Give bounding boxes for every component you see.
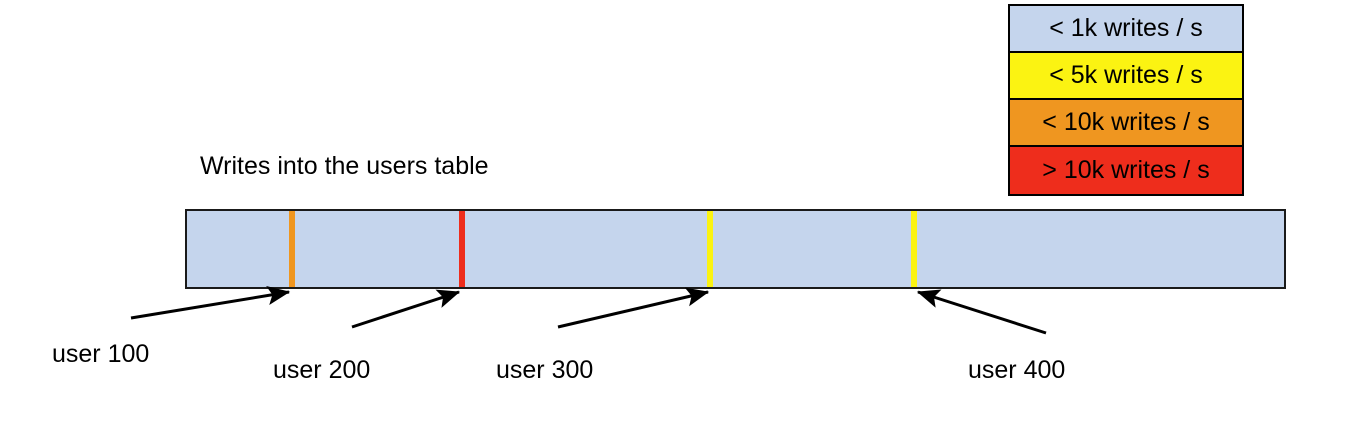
callout-label-user-300: user 300 [496, 356, 594, 384]
legend-row-lt-1k: < 1k writes / s [1010, 6, 1242, 53]
callout-label-user-400: user 400 [968, 356, 1066, 384]
legend-label-gt-10k: > 10k writes / s [1042, 156, 1210, 184]
hotspot-marker-user-100 [289, 211, 295, 287]
hotspot-marker-user-400 [911, 211, 917, 287]
hotspot-marker-user-300 [707, 211, 713, 287]
legend-label-lt-10k: < 10k writes / s [1042, 108, 1210, 136]
callout-arrow-user-300 [557, 287, 710, 329]
legend-label-lt-5k: < 5k writes / s [1049, 61, 1203, 89]
callout-arrow-user-100 [130, 286, 291, 320]
callout-arrow-user-400 [916, 289, 1047, 335]
callout-label-user-100: user 100 [52, 340, 150, 368]
legend: < 1k writes / s < 5k writes / s < 10k wr… [1008, 4, 1244, 196]
legend-row-lt-10k: < 10k writes / s [1010, 100, 1242, 147]
legend-row-lt-5k: < 5k writes / s [1010, 53, 1242, 100]
hotspot-marker-user-200 [459, 211, 465, 287]
legend-row-gt-10k: > 10k writes / s [1010, 147, 1242, 194]
users-table-band [185, 209, 1286, 289]
callout-arrow-user-200 [351, 289, 461, 329]
callout-label-user-200: user 200 [273, 356, 371, 384]
chart-title: Writes into the users table [200, 152, 489, 180]
legend-label-lt-1k: < 1k writes / s [1049, 14, 1203, 42]
